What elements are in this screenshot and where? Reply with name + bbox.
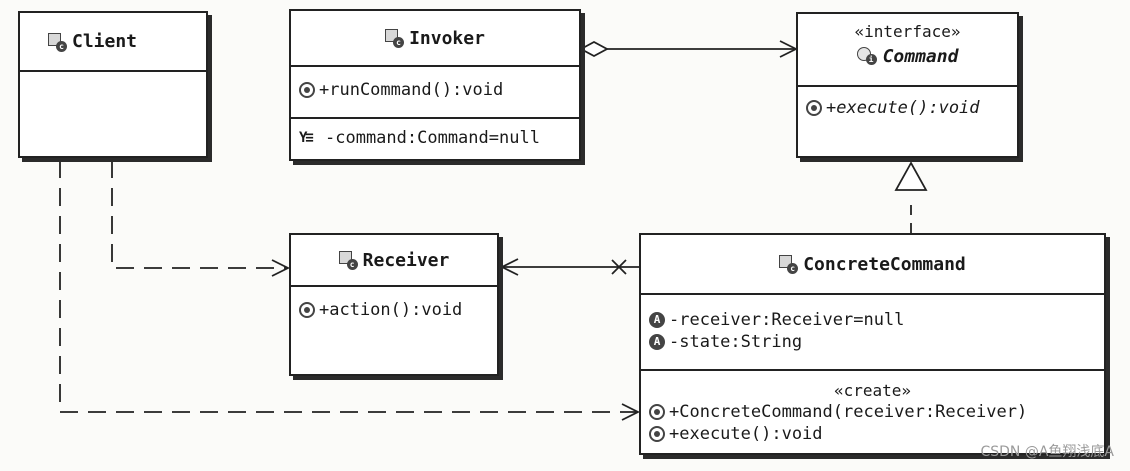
concrete-command-operations: «create» +ConcreteCommand(receiver:Recei…	[641, 369, 1104, 453]
operation-row: +execute():void	[806, 97, 1009, 119]
concrete-command-class-name: ConcreteCommand	[803, 253, 966, 275]
operation-row: +action():void	[299, 299, 489, 321]
invoker-class-box[interactable]: c Invoker +runCommand():void Y≡ -command…	[289, 9, 581, 161]
operation-row: +runCommand():void	[299, 79, 571, 101]
client-concrete-dependency	[59, 160, 641, 421]
execute-operation: +execute():void	[826, 98, 980, 118]
attribute-row: Y≡ -command:Command=null	[299, 127, 571, 149]
class-icon: c	[779, 255, 799, 274]
concrete-command-class-box[interactable]: c ConcreteCommand A -receiver:Receiver=n…	[639, 233, 1106, 455]
client-body	[20, 70, 206, 156]
run-command-operation: +runCommand():void	[319, 80, 504, 100]
receiver-class-box[interactable]: c Receiver +action():void	[289, 233, 499, 376]
class-icon: c	[48, 32, 67, 52]
command-attribute: -command:Command=null	[325, 128, 540, 148]
invoker-attributes: Y≡ -command:Command=null	[291, 117, 579, 159]
invoker-class-name: Invoker	[409, 27, 485, 49]
invoker-operations: +runCommand():void	[291, 65, 579, 117]
public-operation-icon	[649, 426, 665, 442]
action-operation: +action():void	[319, 300, 463, 320]
field-icon: Y≡	[299, 130, 314, 146]
public-operation-icon	[299, 82, 315, 98]
execute-operation: +execute():void	[669, 424, 823, 444]
concrete-command-attributes: A -receiver:Receiver=null A -state:Strin…	[641, 293, 1104, 369]
abstract-operation-icon	[806, 100, 822, 116]
command-operations: +execute():void	[798, 85, 1017, 145]
class-icon: c	[385, 29, 405, 48]
constructor-operation: +ConcreteCommand(receiver:Receiver)	[669, 402, 1028, 422]
attribute-row: A -receiver:Receiver=null	[649, 309, 1096, 331]
command-interface-name: Command	[882, 45, 959, 67]
private-attribute-icon: A	[649, 334, 665, 350]
class-icon: c	[338, 251, 358, 270]
concrete-command-realization	[894, 161, 928, 233]
client-receiver-dependency	[111, 160, 291, 277]
receiver-attribute: -receiver:Receiver=null	[669, 310, 905, 330]
invoker-command-aggregation	[579, 40, 799, 58]
receiver-operations: +action():void	[291, 285, 497, 374]
state-attribute: -state:String	[669, 332, 803, 352]
client-class-box[interactable]: c Client	[18, 11, 208, 158]
operation-row: +ConcreteCommand(receiver:Receiver)	[649, 401, 1096, 423]
interface-stereotype: «interface»	[854, 22, 961, 41]
client-class-name: Client	[72, 31, 138, 52]
operation-row: +execute():void	[649, 423, 1096, 445]
create-stereotype: «create»	[833, 381, 912, 400]
command-interface-box[interactable]: «interface» i Command +execute():void	[796, 12, 1019, 158]
public-operation-icon	[649, 404, 665, 420]
concrete-receiver-association	[499, 258, 639, 276]
public-operation-icon	[299, 302, 315, 318]
receiver-class-name: Receiver	[362, 249, 450, 271]
interface-icon: i	[856, 47, 877, 65]
watermark: CSDN @A鱼翔浅底A	[980, 444, 1114, 460]
private-attribute-icon: A	[649, 312, 665, 328]
attribute-row: A -state:String	[649, 331, 1096, 353]
